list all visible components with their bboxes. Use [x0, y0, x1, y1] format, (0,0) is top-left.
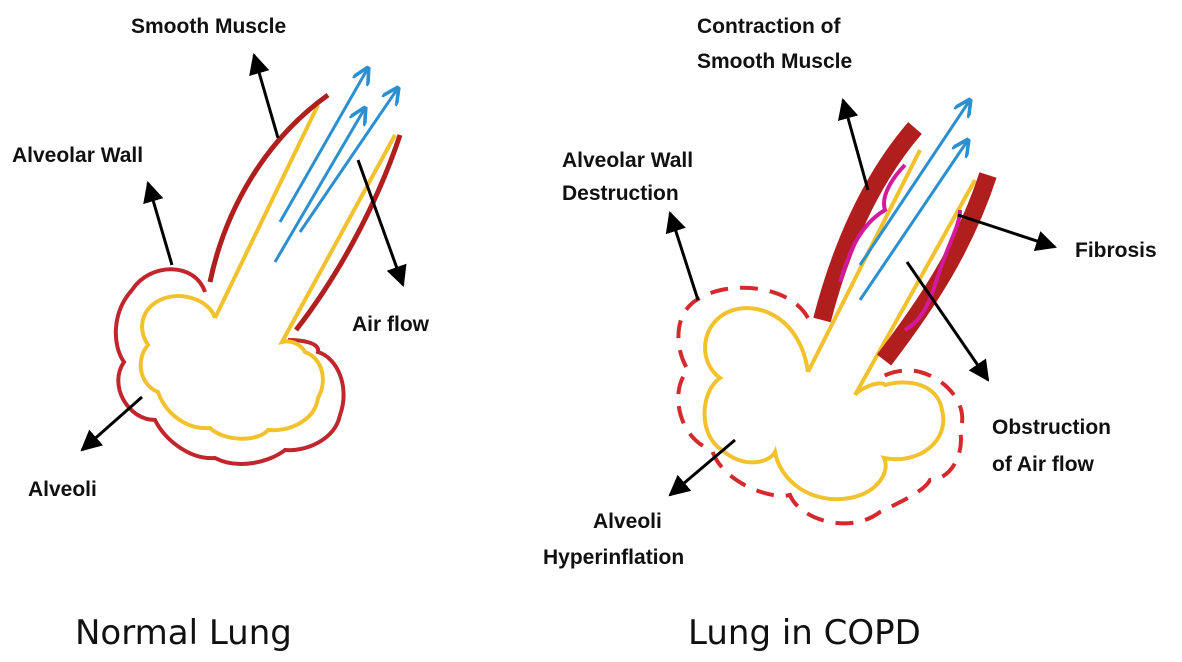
- label-contraction-line2: Smooth Muscle: [697, 50, 852, 73]
- normal-alveolar-wall-outline: [116, 269, 344, 464]
- normal-alveoli-outline: [141, 135, 395, 439]
- label-hyperinflation-line2: Hyperinflation: [543, 546, 684, 569]
- copd-hyperinflation-pointer: [670, 440, 735, 495]
- label-obstruction-line1: Obstruction: [992, 416, 1111, 439]
- label-wall-destruction-line2: Destruction: [562, 182, 679, 205]
- normal-smooth-muscle-pointer: [254, 55, 278, 138]
- label-air-flow: Air flow: [352, 313, 430, 336]
- label-alveoli: Alveoli: [28, 478, 97, 501]
- normal-lung-illustration: [82, 55, 403, 464]
- label-alveolar-wall: Alveolar Wall: [12, 144, 143, 167]
- normal-alveoli-pointer: [82, 397, 142, 450]
- copd-contraction-pointer: [843, 100, 868, 190]
- copd-alveoli-outline: [705, 180, 976, 499]
- label-wall-destruction-line1: Alveolar Wall: [562, 149, 693, 172]
- label-hyperinflation-line1: Alveoli: [593, 510, 662, 533]
- normal-airway-yellow-left: [215, 105, 318, 318]
- copd-smooth-muscle-right: [884, 175, 988, 360]
- label-obstruction-line2: of Air flow: [992, 453, 1095, 476]
- label-fibrosis: Fibrosis: [1075, 239, 1157, 262]
- title-normal-lung: Normal Lung: [75, 613, 292, 653]
- label-smooth-muscle: Smooth Muscle: [131, 15, 286, 38]
- title-lung-in-copd: Lung in COPD: [688, 613, 921, 653]
- copd-wall-destruction-pointer: [670, 213, 698, 300]
- label-contraction-line1: Contraction of: [697, 15, 841, 38]
- normal-alveolar-wall-pointer: [148, 183, 172, 265]
